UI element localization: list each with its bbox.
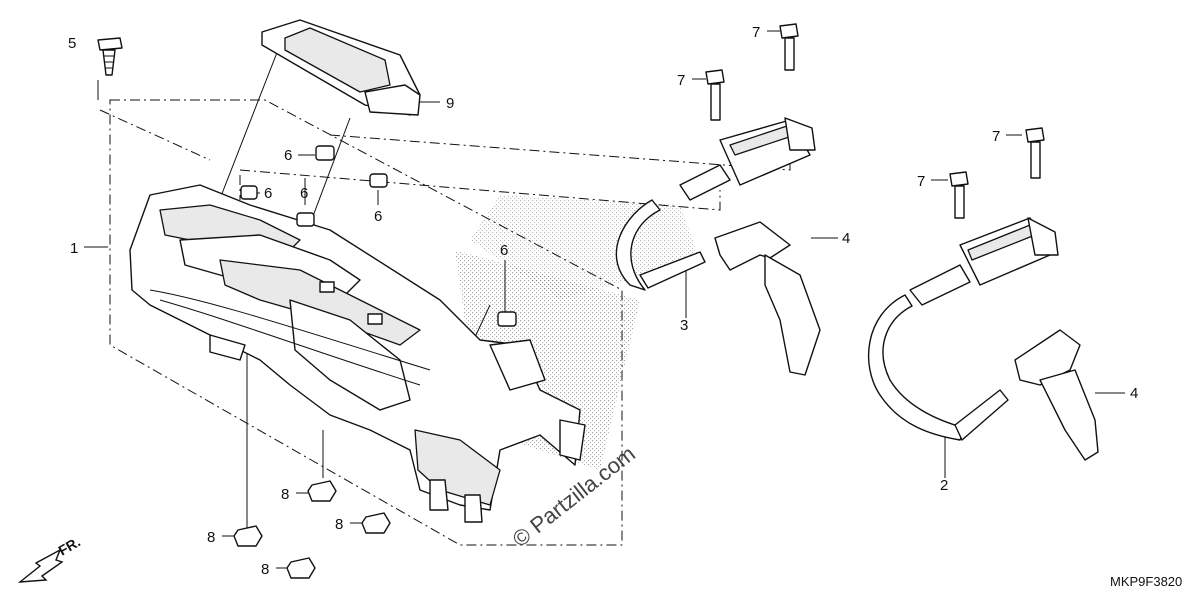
callout-6e: 6 xyxy=(500,242,508,259)
callout-3: 3 xyxy=(680,317,688,334)
callout-4a: 4 xyxy=(842,230,850,247)
callout-7c: 7 xyxy=(992,128,1000,145)
callout-6b: 6 xyxy=(264,185,272,202)
collars-part-6 xyxy=(240,145,517,327)
callout-8a: 8 xyxy=(207,529,215,546)
callout-6c: 6 xyxy=(300,185,308,202)
callout-5: 5 xyxy=(68,35,76,52)
bolts-part-7 xyxy=(705,23,1045,219)
front-arrow-icon xyxy=(17,548,64,583)
callout-1: 1 xyxy=(70,240,78,257)
nuts-part-8 xyxy=(233,480,391,579)
callout-2: 2 xyxy=(940,477,948,494)
callout-6a: 6 xyxy=(284,147,292,164)
bolt-part-5 xyxy=(97,37,123,76)
ignition-coil-part-2 xyxy=(868,217,1099,461)
callout-8c: 8 xyxy=(335,516,343,533)
callout-4b: 4 xyxy=(1130,385,1138,402)
callout-7d: 7 xyxy=(917,173,925,190)
ignition-coil-part-3 xyxy=(615,117,821,376)
callout-7a: 7 xyxy=(752,24,760,41)
callout-labels: 1 2 3 4 4 5 6 6 6 6 6 7 7 7 7 8 8 8 8 9 xyxy=(68,24,1138,578)
callout-8d: 8 xyxy=(261,561,269,578)
ecu-module-part-9 xyxy=(261,19,421,116)
callout-9: 9 xyxy=(446,95,454,112)
battery-box-part-1 xyxy=(129,184,586,523)
diagram-code: MKP9F3820 xyxy=(1110,574,1182,589)
callout-6d: 6 xyxy=(374,208,382,225)
callout-8b: 8 xyxy=(281,486,289,503)
front-indicator-label: FR. xyxy=(56,533,84,558)
callout-7b: 7 xyxy=(677,72,685,89)
